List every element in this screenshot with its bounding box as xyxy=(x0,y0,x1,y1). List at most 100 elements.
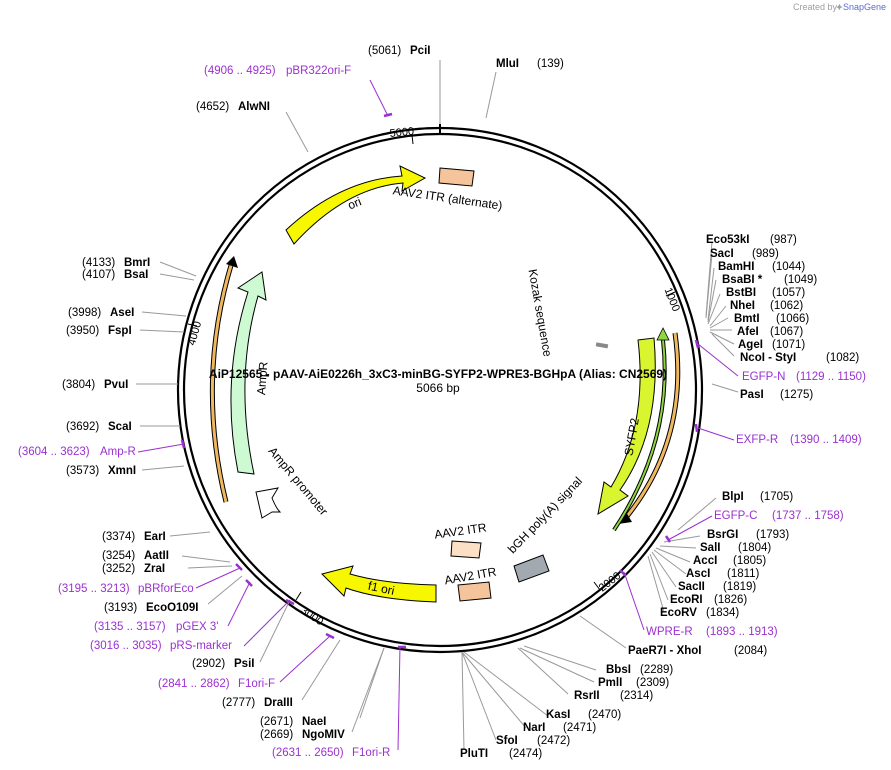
site-label[interactable]: BmtI(1066) xyxy=(734,313,809,325)
site-label[interactable]: NarI(2471) xyxy=(523,722,596,734)
feature-aav2-itr-alt-box[interactable] xyxy=(438,167,475,187)
site-label[interactable]: NheI(1062) xyxy=(730,300,803,312)
site-label[interactable]: SfoI(2472) xyxy=(496,735,570,747)
site-label[interactable]: NcoI - StyI(1082) xyxy=(740,352,859,364)
site-label[interactable]: AccI(1805) xyxy=(693,555,766,567)
feature-ampr-label: AmpR xyxy=(254,361,270,396)
svg-text:EGFP-C: EGFP-C xyxy=(714,510,757,522)
site-label[interactable]: PluTI(2474) xyxy=(460,748,542,760)
primer-label[interactable]: EXFP-R(1390 .. 1409) xyxy=(736,434,862,446)
svg-text:EcoRI: EcoRI xyxy=(670,594,703,606)
site-label[interactable]: (2777)DraIII xyxy=(222,697,293,709)
site-label[interactable]: PasI (1275) xyxy=(740,389,813,401)
svg-text:(1071): (1071) xyxy=(772,339,805,351)
site-label[interactable]: (3998)AseI xyxy=(68,307,134,319)
feature-orange-arc[interactable] xyxy=(622,332,680,521)
svg-text:AatII: AatII xyxy=(144,550,169,562)
svg-text:pGEX 3': pGEX 3' xyxy=(176,621,218,633)
site-label[interactable]: BlpI(1705) xyxy=(722,491,793,503)
feature-syfp2-arrow[interactable] xyxy=(597,337,656,516)
primer-label[interactable]: (4906 .. 4925)pBR322ori-F xyxy=(204,65,351,77)
feature-ampr-promoter-arrow[interactable] xyxy=(255,487,282,519)
site-label[interactable]: (3950)FspI xyxy=(66,325,132,337)
svg-text:ZraI: ZraI xyxy=(144,563,165,575)
primer-label[interactable]: (3135 .. 3157)pGEX 3' xyxy=(94,621,218,633)
site-label[interactable]: AgeI(1071) xyxy=(738,339,805,351)
feature-f1-ori-arrow[interactable] xyxy=(321,565,437,603)
svg-text:(139): (139) xyxy=(537,58,564,70)
site-label[interactable]: SalI(1804) xyxy=(700,542,771,554)
site-label[interactable]: (3254)AatII xyxy=(102,550,169,562)
tick-1000: 1000 xyxy=(662,286,682,313)
site-label[interactable]: (4652)AlwNI xyxy=(196,101,270,113)
feature-ori-arrow[interactable] xyxy=(285,165,427,245)
svg-text:(2671): (2671) xyxy=(260,716,293,728)
svg-text:(2631 .. 2650): (2631 .. 2650) xyxy=(272,747,344,759)
svg-text:(1275): (1275) xyxy=(780,389,813,401)
site-label[interactable]: SacII(1819) xyxy=(678,581,756,593)
svg-text:PasI: PasI xyxy=(740,389,764,401)
svg-text:BmtI: BmtI xyxy=(734,313,760,325)
feature-ampr-arrow[interactable] xyxy=(230,271,267,475)
svg-text:Amp-R: Amp-R xyxy=(100,446,136,458)
svg-text:AseI: AseI xyxy=(110,307,134,319)
primer-label[interactable]: (3604 .. 3623)Amp-R xyxy=(18,446,136,458)
feature-left-orange-arc[interactable] xyxy=(210,261,234,503)
site-label[interactable]: (3692)ScaI xyxy=(66,421,132,433)
primer-label[interactable]: (3195 .. 3213)pBRforEco xyxy=(58,583,194,595)
site-label[interactable]: EcoRV(1834) xyxy=(660,607,739,619)
site-label[interactable]: SacI(989) xyxy=(710,248,779,260)
site-label[interactable]: (3374)EarI xyxy=(102,531,166,543)
primer-label[interactable]: (2841 .. 2862)F1ori-F xyxy=(158,678,275,690)
site-label[interactable]: (4133)BmrI xyxy=(82,257,150,269)
site-label[interactable]: BsrGI(1793) xyxy=(707,529,789,541)
svg-text:(3374): (3374) xyxy=(102,531,135,543)
primer-label[interactable]: (2631 .. 2650)F1ori-R xyxy=(272,747,390,759)
svg-text:BsaI: BsaI xyxy=(124,269,148,281)
svg-text:SalI: SalI xyxy=(700,542,720,554)
svg-text:AfeI: AfeI xyxy=(737,326,759,338)
site-label[interactable]: Eco53kI(987) xyxy=(706,234,797,246)
svg-text:PsiI: PsiI xyxy=(234,658,254,670)
site-label[interactable]: KasI(2470) xyxy=(546,709,621,721)
site-label[interactable]: BsaBI *(1049) xyxy=(722,274,817,286)
feature-wpre-arc[interactable] xyxy=(613,339,666,531)
site-label[interactable]: AscI(1811) xyxy=(686,568,760,580)
site-label[interactable]: RsrII(2314) xyxy=(574,690,653,702)
feature-aav2-itr-label-1: AAV2 ITR xyxy=(433,520,487,541)
site-label[interactable]: PaeR7I - XhoI(2084) xyxy=(628,645,767,657)
site-label[interactable]: BstBI(1057) xyxy=(726,287,805,299)
feature-aav2-itr-box-2[interactable] xyxy=(457,581,492,602)
site-label[interactable]: PmlI(2309) xyxy=(598,677,669,689)
feature-aav2-itr-box-1[interactable] xyxy=(450,540,482,559)
site-label[interactable]: AfeI (1067) xyxy=(737,326,803,338)
site-label[interactable]: (3804)PvuI xyxy=(62,379,128,391)
primer-label[interactable]: (3016 .. 3035)pRS-marker xyxy=(90,640,232,652)
primer-label[interactable]: WPRE-R(1893 .. 1913) xyxy=(646,626,778,638)
site-label[interactable]: EcoRI(1826) xyxy=(670,594,747,606)
svg-text:(1067): (1067) xyxy=(770,326,803,338)
snapgene-logo-icon: ⯌ xyxy=(836,2,843,12)
site-label[interactable]: BamHI(1044) xyxy=(718,261,805,273)
site-label[interactable]: (2669)NgoMIV xyxy=(260,729,345,741)
svg-text:F1ori-F: F1ori-F xyxy=(238,678,275,690)
site-label[interactable]: (3193)EcoO109I xyxy=(104,602,198,614)
site-label[interactable]: (2671)NaeI xyxy=(260,716,326,728)
site-label[interactable]: (4107)BsaI xyxy=(82,269,148,281)
feature-bgh-polya-box[interactable] xyxy=(513,554,550,583)
site-label[interactable]: (2902)PsiI xyxy=(192,658,254,670)
primer-label[interactable]: EGFP-C(1737 .. 1758) xyxy=(714,510,844,522)
site-label[interactable]: (3252)ZraI xyxy=(102,563,165,575)
site-label[interactable]: MluI(139) xyxy=(496,58,564,70)
svg-text:(3573): (3573) xyxy=(66,465,99,477)
feature-ori-label: ori xyxy=(346,194,364,212)
feature-kozak-mark[interactable] xyxy=(595,342,609,349)
svg-text:(1129 .. 1150): (1129 .. 1150) xyxy=(796,371,866,383)
site-label[interactable]: BbsI(2289) xyxy=(606,664,673,676)
primer-marks xyxy=(180,112,700,649)
svg-text:(989): (989) xyxy=(752,248,779,260)
site-label[interactable]: (5061)PciI xyxy=(368,45,430,57)
primer-label[interactable]: EGFP-N(1129 .. 1150) xyxy=(742,371,866,383)
site-label[interactable]: (3573)XmnI xyxy=(66,465,136,477)
svg-text:pRS-marker: pRS-marker xyxy=(170,640,232,652)
